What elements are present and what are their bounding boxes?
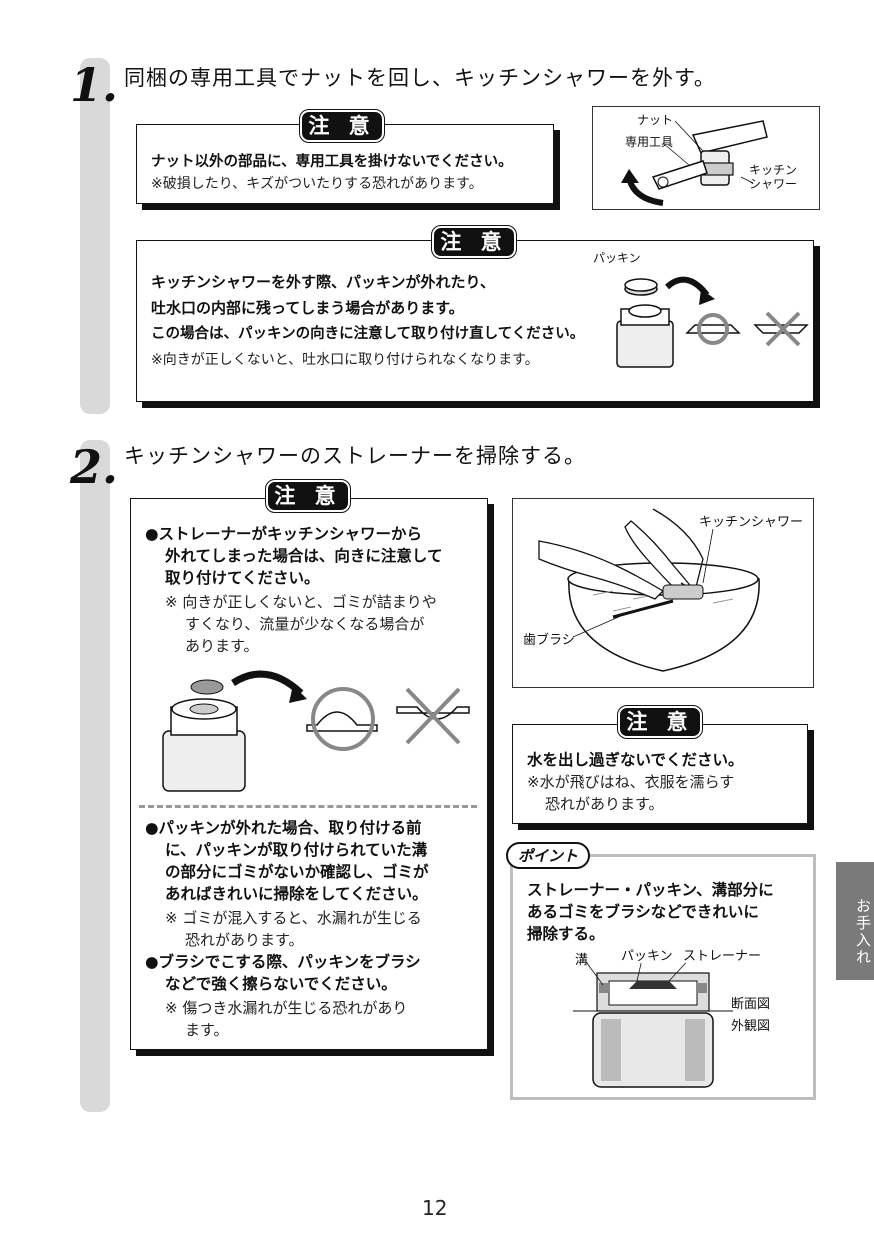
caution2-line3: この場合は、パッキンの向きに注意して取り付け直してください。 [151,326,585,342]
side-tab-maintenance[interactable]: お手入れ [836,862,874,980]
caution4-note1: ※水が飛びはね、衣服を濡らす [527,773,735,791]
caution2-line2: 吐水口の内部に残ってしまう場合があります。 [151,299,464,317]
point-line2: あるゴミをブラシなどできれいに [527,903,759,921]
faucet-illustration [621,120,768,206]
caution3-b3-l1: ●ブラシでこする際、パッキンをブラシ [145,953,421,971]
caution3-b2-l4: あればきれいに掃除をしてください。 [165,885,428,903]
point-line3: 掃除する。 [527,925,605,943]
label-tool: 専用工具 [625,135,674,149]
label-point-strainer: ストレーナー [683,949,762,964]
caution3-b1-n2: すくなり、流量が少なくなる場合が [185,615,425,633]
caution3-b2-l3: の部分にゴミがないか確認し、ゴミが [165,863,429,881]
caution3-divider [139,805,477,808]
caution1-note: ※破損したり、キズがついたりする恐れがあります。 [151,176,483,192]
point-line1: ストレーナー・パッキン、溝部分に [527,881,774,899]
caution3-b2-l2: に、パッキンが取り付けられていた溝 [165,841,428,859]
point-box: ストレーナー・パッキン、溝部分に あるゴミをブラシなどできれいに 掃除する。 溝… [510,854,816,1100]
label-toothbrush: 歯ブラシ [523,633,575,648]
caution3-b1-n3: あります。 [185,637,259,655]
caution4-tag: 注 意 [617,705,703,739]
caution3-b1-n1: ※ 向きが正しくないと、ゴミが詰まりや [165,593,437,611]
cross-section-illustration [573,963,733,1088]
label-shower-2: シャワー [749,177,798,191]
label-shower-1: キッチン [749,163,798,177]
caution3-b2-l1: ●パッキンが外れた場合、取り付ける前 [145,819,422,837]
label-kitchen-shower: キッチンシャワー [699,515,804,530]
caution3-box: ●ストレーナーがキッチンシャワーから 外れてしまった場合は、向きに注意して 取り… [130,498,488,1050]
caution3-b3-n1: ※ 傷つき水漏れが生じる恐れがあり [165,999,408,1017]
caution3-b2-n2: 恐れがあります。 [185,931,304,949]
packing-illustration [616,276,809,368]
caution4-note2: 恐れがあります。 [545,795,664,813]
caution4-main: 水を出し過ぎないでください。 [527,751,744,769]
label-nut: ナット [637,113,674,127]
figure-nut-removal: ナット 専用工具 キッチン シャワー [592,106,820,210]
washing-illustration [538,508,760,672]
figure-washing: キッチンシャワー 歯ブラシ [512,498,814,688]
label-packing: パッキン [593,251,641,265]
caution1-tag: 注 意 [299,109,385,143]
caution3-b1-l2: 外れてしまった場合は、向きに注意して [165,547,443,565]
label-exterior-view: 外観図 [731,1019,771,1034]
caution3-b1-l3: 取り付けてください。 [165,569,320,587]
step1-side-bar [80,58,110,414]
caution3-b3-l2: などで強く擦らないでください。 [165,975,397,993]
caution3-b2-n1: ※ ゴミが混入すると、水漏れが生じる [165,909,422,927]
label-point-packing: パッキン [621,949,673,964]
caution3-b1-l1: ●ストレーナーがキッチンシャワーから [145,525,423,543]
label-groove: 溝 [575,953,589,968]
caution2-line1: キッチンシャワーを外す際、パッキンが外れたり、 [151,273,495,291]
caution1-main: ナット以外の部品に、専用工具を掛けないでください。 [151,154,513,170]
label-section-view: 断面図 [731,997,771,1012]
page-number: 12 [422,1196,448,1220]
strainer-illustration [162,670,470,792]
caution2-box: キッチンシャワーを外す際、パッキンが外れたり、 吐水口の内部に残ってしまう場合が… [136,240,814,402]
point-tag: ポイント [506,842,591,869]
caution2-note: ※向きが正しくないと、吐水口に取り付けられなくなります。 [151,352,539,368]
step2-side-bar [80,440,110,1112]
caution4-box: 水を出し過ぎないでください。 ※水が飛びはね、衣服を濡らす 恐れがあります。 [512,724,808,824]
step1-number: 1. [70,58,119,112]
step2-title: キッチンシャワーのストレーナーを掃除する。 [124,444,586,468]
caution2-tag: 注 意 [431,225,517,259]
step2-number: 2. [70,440,119,494]
caution3-b3-n2: ます。 [185,1021,229,1039]
step1-title: 同梱の専用工具でナットを回し、キッチンシャワーを外す。 [124,66,716,90]
caution3-tag: 注 意 [265,479,351,513]
